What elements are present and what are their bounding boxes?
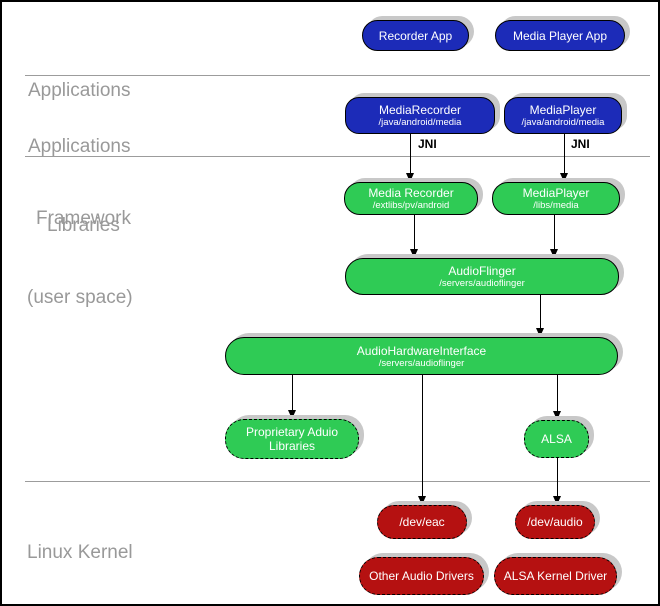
connector-audioflinger-audiohw [540,295,541,328]
node-mediaplayer-framework: MediaPlayer /java/android/media [504,97,622,134]
node-path: /extlibs/pv/android [372,200,450,211]
connector-audiohw-proprietary [292,375,293,410]
arrowhead-down-icon [553,411,561,420]
connector-mediarecorder-audioflinger [414,215,415,249]
node-title: AudioFlinger [448,264,516,278]
connector-mediaplayer-jni [564,134,565,173]
node-audioflinger: AudioFlinger /servers/audioflinger [345,258,619,295]
node-title: AudioHardwareInterface [356,343,487,358]
node-title: /dev/audio [527,515,583,529]
connector-audiohw-dev-eac [422,375,423,496]
layer-label-text: (user space) [27,287,133,308]
connector-audiohw-alsa [557,375,558,411]
node-title: MediaRecorder [378,103,462,117]
node-title: Recorder App [378,28,453,43]
arrowhead-down-icon [553,496,561,505]
node-title: Media Player App [512,28,608,43]
node-media-player-app: Media Player App [495,20,625,51]
node-dev-audio: /dev/audio [515,505,595,539]
node-path: /servers/audioflinger [439,278,525,289]
divider-applications-framework [25,75,650,76]
connector-mediaplayer-audioflinger [554,215,555,249]
node-alsa: ALSA [524,420,589,458]
arrowhead-down-icon [550,249,558,258]
node-path: /servers/audioflinger [378,357,465,369]
layer-label-libraries-user-space: Libraries (user space) [27,166,133,358]
connector-mediarecorder-jni [410,134,411,173]
layer-label-text: Libraries [47,215,120,236]
arrowhead-down-icon [536,328,544,337]
node-title: Other Audio Drivers [369,569,474,583]
node-title: ALSA [541,432,572,446]
arrowhead-down-icon [418,496,426,505]
arrowhead-down-icon [288,410,296,419]
layer-label-text: Applications [28,80,131,101]
arrowhead-down-icon [406,173,414,182]
layer-label-applications-framework: Applications Framework [28,87,131,279]
jni-label-left: JNI [418,137,437,151]
arrowhead-down-icon [560,173,568,182]
node-path: /java/android/media [521,117,605,128]
node-title: Media Recorder [368,186,454,200]
connector-alsa-dev-audio [557,458,558,496]
node-media-recorder-library: Media Recorder /extlibs/pv/android [344,182,478,215]
node-title: Proprietary Aduio [245,425,339,439]
node-proprietary-audio-libraries: Proprietary Aduio Libraries [225,419,359,459]
arrowhead-down-icon [410,249,418,258]
node-title: /dev/eac [399,515,445,529]
layer-label-text: Framework [36,208,132,229]
node-title: ALSA Kernel Driver [503,569,608,583]
layer-label-text: Linux Kernel [27,542,133,563]
node-audiohardwareinterface: AudioHardwareInterface /servers/audiofli… [225,337,618,375]
node-path: /java/android/media [378,117,462,128]
node-mediaplayer-library: MediaPlayer /libs/media [492,182,620,215]
node-mediarecorder-framework: MediaRecorder /java/android/media [345,97,495,134]
node-alsa-kernel-driver: ALSA Kernel Driver [494,557,617,595]
layer-label-text: Applications [28,136,131,157]
divider-libraries-kernel [25,481,650,482]
node-recorder-app: Recorder App [362,20,469,51]
node-path: /libs/media [533,200,579,211]
node-title: MediaPlayer [522,186,590,200]
jni-label-right: JNI [571,137,590,151]
node-title: MediaPlayer [529,103,597,117]
node-title-line2: Libraries [268,439,316,453]
divider-framework-libraries [25,156,650,157]
layer-label-linux-kernel: Linux Kernel [27,493,133,604]
node-other-audio-drivers: Other Audio Drivers [359,557,484,595]
node-dev-eac: /dev/eac [377,505,467,539]
layer-label-applications: Applications [28,31,130,151]
